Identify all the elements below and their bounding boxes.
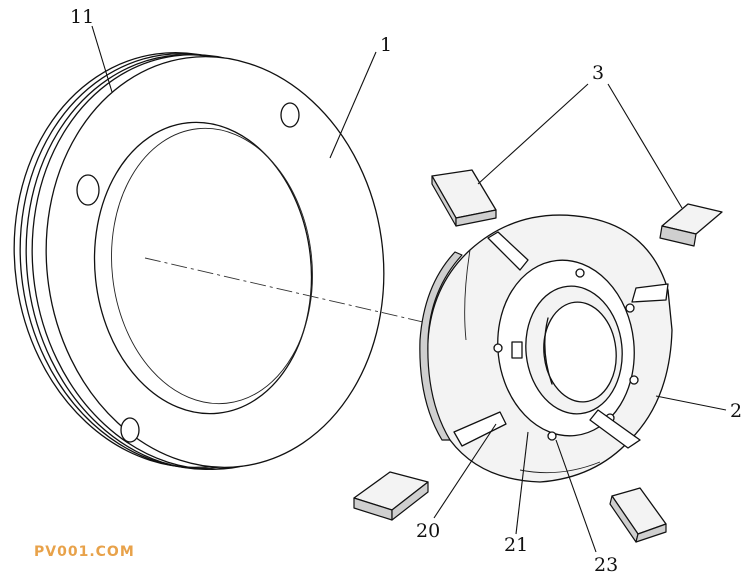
leader-23 (555, 439, 597, 553)
leader-21 (515, 431, 529, 535)
flange-bore (93, 121, 313, 415)
pin-hole (575, 268, 585, 278)
segment-slot (631, 283, 669, 303)
segment-slot (589, 409, 641, 449)
bolt-hole (280, 102, 300, 128)
bolt-hole (120, 417, 140, 443)
leader-lines (91, 25, 727, 553)
seal-ring-assembly (419, 214, 673, 483)
seal-ring-side (419, 251, 463, 441)
pin-hole (629, 375, 639, 385)
callout-21: 21 (504, 534, 529, 556)
leader-3b (607, 83, 683, 209)
callout-1: 1 (380, 34, 393, 56)
pin-hole (493, 343, 503, 353)
center-axis-line (144, 257, 611, 366)
segment-slot (487, 231, 529, 271)
callout-3: 3 (592, 62, 605, 84)
key-block (659, 203, 723, 247)
key-block (353, 471, 429, 521)
callout-11: 11 (70, 6, 95, 28)
leader-11 (91, 25, 113, 93)
bolt-hole (76, 174, 100, 206)
keyway (511, 341, 523, 359)
callout-23: 23 (594, 554, 619, 576)
leader-20 (433, 423, 497, 519)
leader-2 (655, 395, 727, 411)
segment-slot (453, 411, 507, 447)
watermark: PV001.COM (34, 544, 135, 560)
flange-ring (13, 52, 385, 470)
leader-1 (329, 51, 377, 159)
callout-20: 20 (416, 520, 441, 542)
callout-2: 2 (730, 400, 743, 422)
pin-hole (625, 303, 635, 313)
key-block (609, 487, 667, 543)
pin-hole (547, 431, 557, 441)
leader-3a (477, 83, 589, 185)
key-block (431, 169, 497, 227)
